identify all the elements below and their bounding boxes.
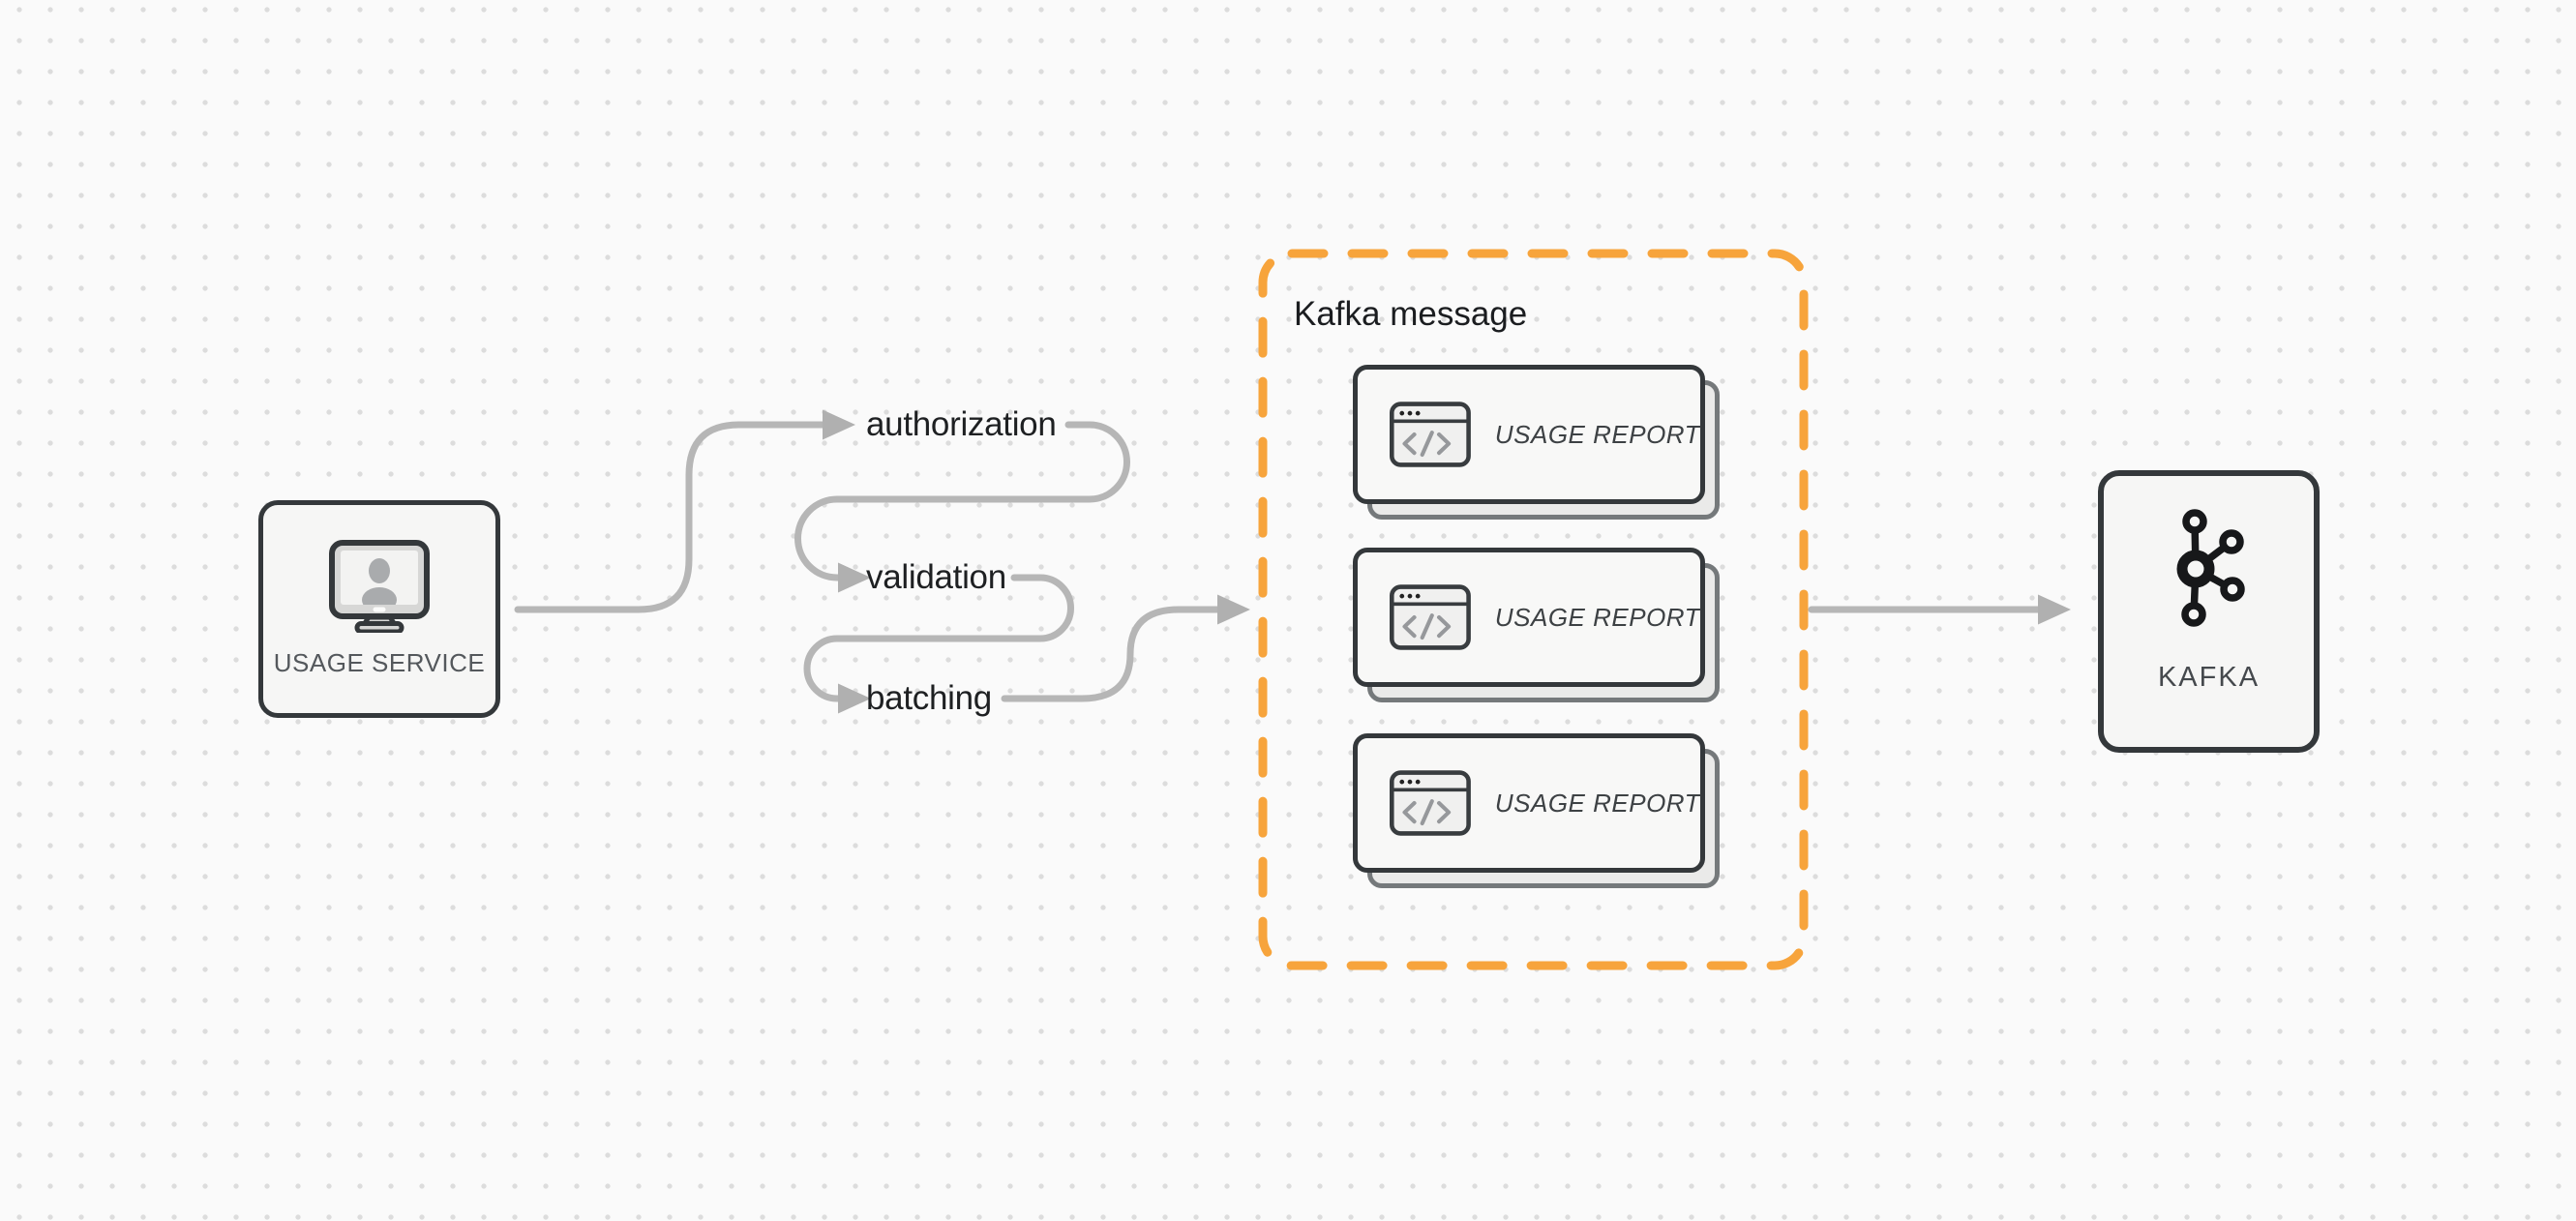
usage-report-label: USAGE REPORT (1494, 602, 1700, 632)
monitor-user-icon (329, 540, 430, 633)
usage-service-label: USAGE SERVICE (273, 648, 486, 677)
code-glyph (1402, 799, 1452, 826)
step-validation: validation (866, 558, 1006, 596)
code-glyph (1402, 613, 1452, 640)
step-batching: batching (866, 679, 992, 717)
kafka-label: KAFKA (2157, 662, 2261, 693)
flow-batching-to-group (1001, 594, 1250, 702)
browser-code-icon (1390, 584, 1471, 650)
flow-authorization-to-validation (794, 421, 1130, 593)
kafka-node: KAFKA (2098, 470, 2320, 753)
monitor-notch (373, 607, 386, 612)
usage-report-card: USAGE REPORT (1353, 548, 1720, 702)
usage-report-label: USAGE REPORT (1494, 419, 1700, 449)
usage-service-node: USAGE SERVICE (258, 500, 500, 718)
kafka-message-group-title: Kafka message (1294, 295, 1528, 333)
flow-usage-to-authorization (514, 409, 855, 613)
kafka-logo-icon (2176, 509, 2245, 627)
flow-validation-to-batching (803, 574, 1074, 714)
user-silhouette (362, 558, 397, 605)
usage-report-card: USAGE REPORT (1353, 733, 1720, 888)
browser-code-icon (1390, 770, 1471, 836)
step-authorization: authorization (866, 405, 1057, 443)
code-glyph (1402, 431, 1452, 458)
kafka-message-group-boundary (1258, 249, 1809, 970)
monitor-stand-base (354, 621, 404, 633)
usage-report-label: USAGE REPORT (1494, 788, 1700, 818)
usage-report-card: USAGE REPORT (1353, 365, 1720, 520)
browser-code-icon (1390, 402, 1471, 467)
